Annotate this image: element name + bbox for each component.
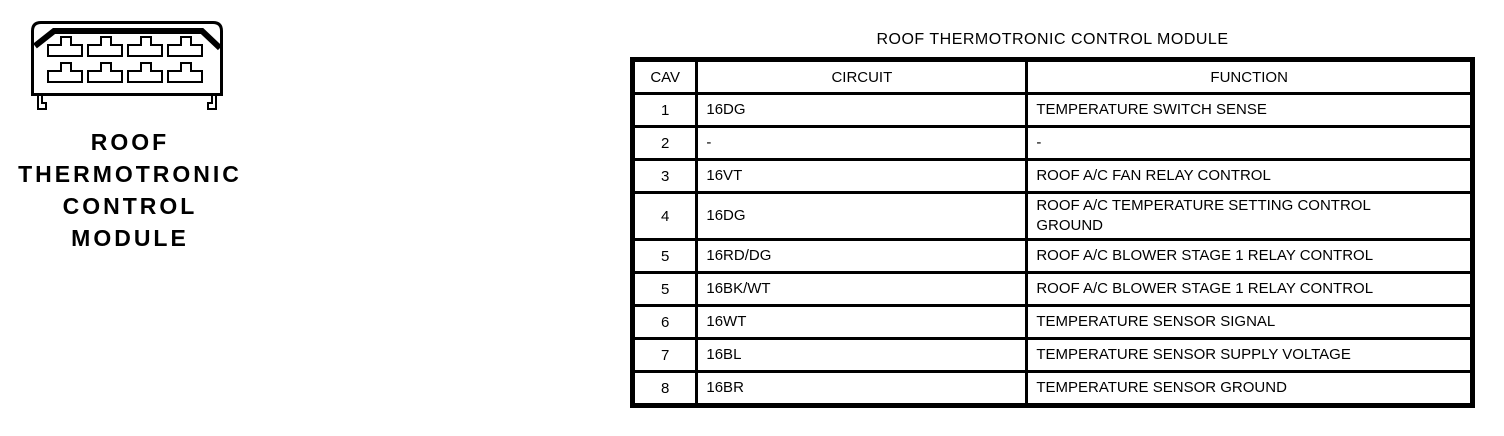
table-row: 4 16DG ROOF A/C TEMPERATURE SETTING CONT… [630,191,1474,241]
header-cav: CAV [630,58,699,95]
function-cell: ROOF A/C BLOWER STAGE 1 RELAY CONTROL [1025,271,1474,307]
table-row: 8 16BR TEMPERATURE SENSOR GROUND [630,370,1474,407]
function-cell: TEMPERATURE SENSOR SUPPLY VOLTAGE [1025,337,1474,373]
circuit-cell: 16WT [695,304,1029,340]
connector-drawing [31,21,223,115]
circuit-cell: 16DG [695,191,1029,241]
circuit-cell: 16VT [695,158,1029,194]
circuit-cell: - [695,125,1029,161]
connector-caption: ROOF THERMOTRONIC CONTROL MODULE [6,126,254,254]
connector-cavity [87,62,123,83]
circuit-cell: 16RD/DG [695,238,1029,274]
function-cell: TEMPERATURE SENSOR SIGNAL [1025,304,1474,340]
connector-cavity [167,36,203,57]
connector-cavities [47,36,203,83]
connector-cavity [47,62,83,83]
connector-cavity [127,36,163,57]
cav-cell: 3 [630,158,699,194]
cav-cell: 1 [630,92,699,128]
connector-foot-left [37,96,47,110]
connector-caption-line: MODULE [71,225,189,251]
connector-outline [31,21,223,96]
table-title: ROOF THERMOTRONIC CONTROL MODULE [876,31,1229,48]
connector-cavity [167,62,203,83]
pinout-table: CAV CIRCUIT FUNCTION 1 16DG TEMPERATURE … [630,57,1475,408]
table-row: 2 - - [630,125,1474,161]
circuit-cell: 16DG [695,92,1029,128]
function-cell: ROOF A/C TEMPERATURE SETTING CONTROL GRO… [1025,191,1474,241]
connector-face-icon [31,21,223,110]
connector-caption-line: ROOF [90,129,170,155]
cav-cell: 8 [630,370,699,407]
cav-cell: 6 [630,304,699,340]
cav-cell: 2 [630,125,699,161]
header-function: FUNCTION [1025,58,1474,95]
header-circuit: CIRCUIT [695,58,1029,95]
circuit-cell: 16BR [695,370,1029,407]
table-row: 7 16BL TEMPERATURE SENSOR SUPPLY VOLTAGE [630,337,1474,373]
circuit-cell: 16BL [695,337,1029,373]
pinout-section: ROOF THERMOTRONIC CONTROL MODULE CAV CIR… [630,31,1475,408]
connector-caption-line: THERMOTRONIC [18,161,242,187]
table-row: 5 16BK/WT ROOF A/C BLOWER STAGE 1 RELAY … [630,271,1474,307]
function-cell: ROOF A/C BLOWER STAGE 1 RELAY CONTROL [1025,238,1474,274]
connector-cavity [47,36,83,57]
function-cell: ROOF A/C FAN RELAY CONTROL [1025,158,1474,194]
function-cell: TEMPERATURE SWITCH SENSE [1025,92,1474,128]
cav-cell: 7 [630,337,699,373]
cav-cell: 5 [630,238,699,274]
circuit-cell: 16BK/WT [695,271,1029,307]
cav-cell: 4 [630,191,699,241]
cav-cell: 5 [630,271,699,307]
table-row: 1 16DG TEMPERATURE SWITCH SENSE [630,92,1474,128]
table-row: 5 16RD/DG ROOF A/C BLOWER STAGE 1 RELAY … [630,238,1474,274]
table-row: 3 16VT ROOF A/C FAN RELAY CONTROL [630,158,1474,194]
connector-cavity [87,36,123,57]
connector-cavity [127,62,163,83]
function-cell: - [1025,125,1474,161]
table-row: 6 16WT TEMPERATURE SENSOR SIGNAL [630,304,1474,340]
table-header-row: CAV CIRCUIT FUNCTION [630,58,1474,95]
connector-caption-line: CONTROL [62,193,198,219]
connector-foot-right [207,96,217,110]
function-cell: TEMPERATURE SENSOR GROUND [1025,370,1474,407]
connector-lid-line [33,28,223,51]
